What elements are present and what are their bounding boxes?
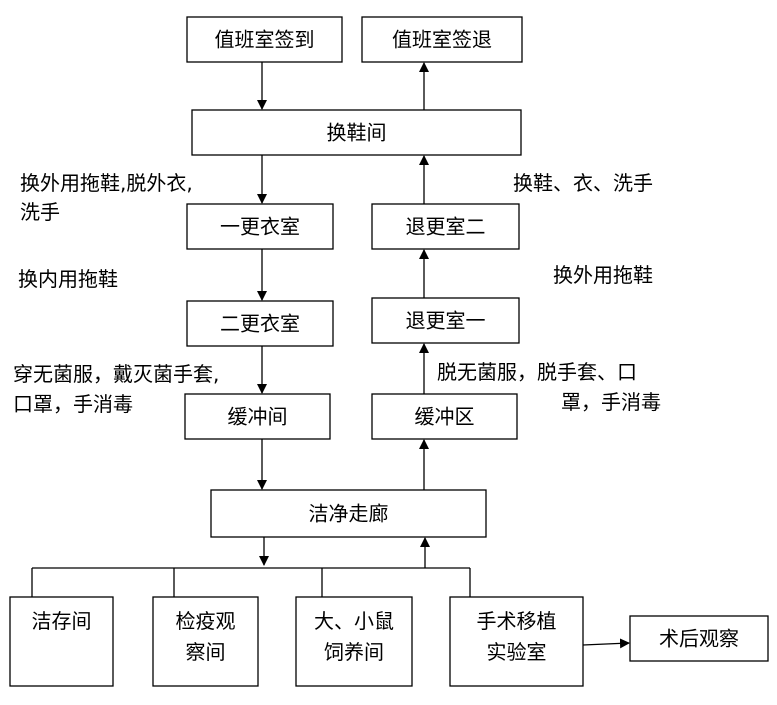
annotation-exit-step2: 换外用拖鞋 [553, 263, 653, 287]
node-exit-changing-room-2: 退更室二 [371, 203, 520, 250]
node-post-op: 术后观察 [629, 615, 769, 662]
annotation-enter-step1-line2: 洗手 [20, 200, 60, 224]
node-shoe-room: 换鞋间 [191, 109, 522, 156]
annotation-enter-step3-line2: 口罩，手消毒 [13, 392, 133, 416]
node-shoe-room-label: 换鞋间 [327, 121, 387, 145]
node-changing-room-1-label: 一更衣室 [220, 215, 300, 239]
node-clean-corridor: 洁净走廊 [210, 489, 487, 538]
node-rodent-room-label-line2: 饲养间 [324, 640, 384, 664]
node-changing-room-2-label: 二更衣室 [220, 312, 300, 336]
node-surgery-lab-label-line1: 手术移植 [477, 609, 557, 633]
annotation-exit-step1-line2: 罩，手消毒 [561, 390, 661, 414]
node-rodent-room-label-line1: 大、小鼠 [314, 609, 394, 633]
node-changing-room-2: 二更衣室 [186, 300, 334, 347]
annotation-enter-step2: 换内用拖鞋 [18, 267, 118, 291]
node-sign-out: 值班室签退 [361, 16, 523, 63]
node-exit-changing-room-1: 退更室一 [371, 297, 520, 344]
node-post-op-label: 术后观察 [659, 627, 739, 651]
annotation-exit-step3: 换鞋、衣、洗手 [513, 171, 653, 195]
node-buffer-room: 缓冲间 [184, 393, 331, 440]
node-quarantine-room: 检疫观 察间 [152, 596, 259, 687]
node-quarantine-room-label-line1: 检疫观 [176, 609, 236, 633]
node-clean-storage: 洁存间 [9, 596, 114, 687]
node-surgery-lab-label-line2: 实验室 [487, 640, 547, 664]
node-buffer-zone-label: 缓冲区 [415, 405, 475, 429]
node-exit-changing-room-1-label: 退更室一 [406, 309, 486, 333]
arrow-surgery-lab-to-post-op [582, 638, 630, 649]
node-sign-in: 值班室签到 [186, 16, 343, 63]
node-clean-storage-label: 洁存间 [32, 609, 92, 633]
annotation-enter-step3-line1: 穿无菌服，戴灭菌手套, [13, 362, 219, 386]
node-rodent-room: 大、小鼠 饲养间 [295, 596, 413, 687]
node-changing-room-1: 一更衣室 [186, 203, 334, 250]
node-exit-changing-room-2-label: 退更室二 [406, 215, 486, 239]
annotation-exit-step1-line1: 脱无菌服，脱手套、口 [437, 360, 637, 384]
node-clean-corridor-label: 洁净走廊 [309, 502, 389, 526]
node-quarantine-room-label-line2: 察间 [186, 640, 226, 664]
annotation-enter-step1-line1: 换外用拖鞋,脱外衣, [20, 171, 193, 195]
node-buffer-zone: 缓冲区 [371, 393, 518, 440]
node-surgery-lab: 手术移植 实验室 [449, 596, 584, 687]
node-sign-out-label: 值班室签退 [392, 28, 492, 52]
node-buffer-room-label: 缓冲间 [228, 405, 288, 429]
node-sign-in-label: 值班室签到 [215, 28, 315, 52]
